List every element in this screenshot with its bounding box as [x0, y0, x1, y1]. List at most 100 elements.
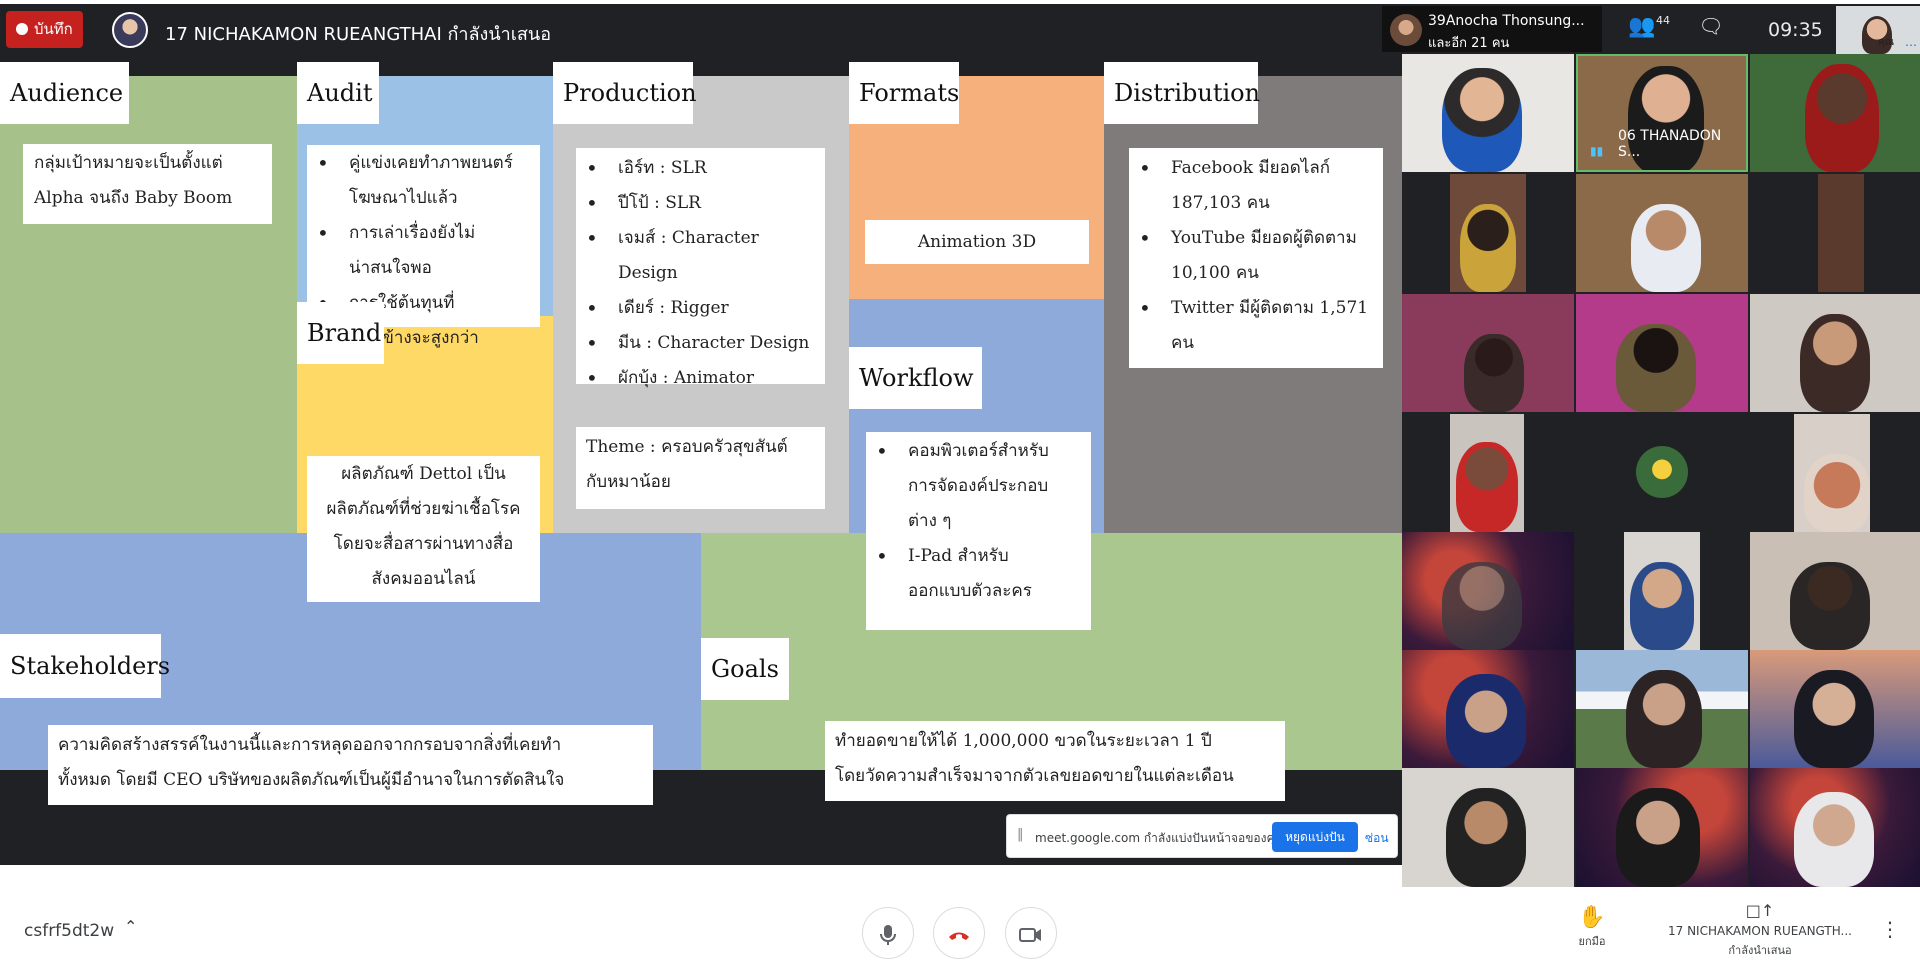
- goals-header: Goals: [701, 638, 789, 700]
- participant-tile[interactable]: [1750, 532, 1920, 650]
- audit-item: คู่แข่งเคยทำภาพยนตร์โฆษณาไปแล้ว: [307, 146, 540, 216]
- speaking-indicator-icon: ▮▮: [1590, 144, 1604, 158]
- people-icon[interactable]: 👥: [1628, 14, 1656, 39]
- distribution-item: YouTube มียอดผู้ติดตาม 10,100 คน: [1129, 221, 1383, 291]
- participant-tile[interactable]: [1576, 768, 1748, 887]
- chat-icon[interactable]: 🗨: [1698, 14, 1724, 38]
- microphone-button[interactable]: [862, 907, 914, 959]
- top-bar: บันทึก 17 NICHAKAMON RUEANGTHAI กำลังนำเ…: [0, 0, 1920, 62]
- stakeholders-line: ความคิดสร้างสรรค์ในงานนี้และการหลุดออกจา…: [58, 735, 562, 755]
- workflow-item-line: ออกแบบตัวละคร: [908, 581, 1032, 601]
- goals-line: ทำยอดขายให้ได้ 1,000,000 ขวดในระยะเวลา 1…: [835, 731, 1212, 751]
- shared-slide: Audience กลุ่มเป้าหมายจะเป็นตั้งแต่ Alph…: [0, 62, 1402, 865]
- brand-header: Brand: [297, 302, 384, 364]
- audit-card: คู่แข่งเคยทำภาพยนตร์โฆษณาไปแล้ว การเล่าเ…: [307, 145, 540, 348]
- participant-tile[interactable]: [1576, 174, 1748, 292]
- participant-video: [1460, 204, 1516, 292]
- brand-line: สังคมออนไลน์: [371, 569, 476, 589]
- camera-icon: [1019, 927, 1041, 942]
- audit-item-line: น่าสนใจพอ: [349, 258, 432, 278]
- participant-video: [1794, 670, 1874, 768]
- audience-card: กลุ่มเป้าหมายจะเป็นตั้งแต่ Alpha จนถึง B…: [23, 144, 272, 224]
- record-dot-icon: [16, 23, 28, 35]
- presenter-name: 17 NICHAKAMON RUEANGTH...: [1667, 924, 1852, 938]
- participant-grid: ▮▮ 06 THANADON S...: [1402, 54, 1920, 887]
- distribution-item-line: 10,100 คน: [1171, 263, 1259, 283]
- record-label: บันทึก: [34, 20, 73, 38]
- participant-video: [1446, 674, 1526, 768]
- participant-tile[interactable]: [1624, 532, 1700, 650]
- end-call-button[interactable]: [933, 907, 985, 959]
- participant-avatar: [1390, 14, 1422, 46]
- theme-line: Theme : ครอบครัวสุขสันต์: [586, 437, 788, 457]
- participant-tile[interactable]: [1402, 532, 1574, 650]
- theme-card: Theme : ครอบครัวสุขสันต์ กับหมาน้อย: [576, 427, 825, 509]
- workflow-header: Workflow: [849, 347, 982, 409]
- meeting-code[interactable]: csfrf5dt2w: [24, 921, 115, 941]
- participant-tile[interactable]: [1794, 414, 1870, 532]
- participant-video: [1456, 442, 1518, 532]
- participant-tile[interactable]: [1750, 294, 1920, 412]
- formats-card: Animation 3D: [865, 220, 1089, 264]
- workflow-item-line: I-Pad สำหรับ: [908, 546, 1009, 566]
- participant-video: [1804, 454, 1870, 532]
- stop-sharing-button[interactable]: หยุดแบ่งปัน: [1272, 822, 1358, 852]
- distribution-item: Facebook มียอดไลก์187,103 คน: [1129, 151, 1383, 221]
- more-vert-icon[interactable]: ⋮: [1880, 917, 1900, 941]
- participant-video: [1626, 670, 1702, 768]
- participant-video: [1442, 562, 1522, 650]
- raise-hand-button[interactable]: ✋ ยกมือ: [1572, 905, 1612, 950]
- participant-tile[interactable]: [1750, 650, 1920, 768]
- production-item: ผักบุ้ง : Animator: [576, 361, 825, 396]
- participant-tile[interactable]: ▮▮ 06 THANADON S...: [1576, 54, 1748, 172]
- audience-line: Alpha จนถึง Baby Boom: [34, 188, 233, 208]
- production-item: เดียร์ : Rigger: [576, 291, 825, 326]
- participant-tile[interactable]: [1402, 54, 1574, 172]
- participant-tile[interactable]: [1402, 768, 1574, 887]
- production-item: ปีโป้ : SLR: [576, 186, 825, 221]
- audit-header: Audit: [297, 62, 379, 124]
- distribution-item-line: Twitter มีผู้ติดตาม 1,571: [1171, 298, 1369, 318]
- participant-more: และอีก 21 คน: [1428, 36, 1510, 51]
- distribution-item-line: YouTube มียอดผู้ติดตาม: [1171, 228, 1357, 248]
- audit-item-line: คู่แข่งเคยทำภาพยนตร์: [349, 153, 513, 173]
- workflow-item-line: การจัดองค์ประกอบ: [908, 476, 1049, 496]
- participant-tile[interactable]: [1402, 650, 1574, 768]
- distribution-card: Facebook มียอดไลก์187,103 คน YouTube มีย…: [1129, 148, 1383, 368]
- participant-video: [1446, 788, 1526, 887]
- participant-video: [1442, 68, 1522, 172]
- hide-banner-button[interactable]: ซ่อน: [1365, 831, 1389, 845]
- audience-header: Audience: [0, 62, 129, 124]
- participant-tile[interactable]: [1576, 650, 1748, 768]
- share-banner-text: meet.google.com กำลังแบ่งปันหน้าจอของคุณ: [1035, 831, 1286, 845]
- more-dots-icon[interactable]: ⋯: [1905, 38, 1917, 52]
- theme-line: กับหมาน้อย: [586, 472, 671, 492]
- participant-tile[interactable]: [1450, 174, 1526, 292]
- pinned-participant[interactable]: 39Anocha Thonsung... และอีก 21 คน: [1382, 6, 1602, 52]
- participant-video: [1794, 792, 1874, 887]
- raise-hand-icon: ✋: [1578, 905, 1606, 930]
- distribution-item-line: Facebook มียอดไลก์: [1171, 158, 1331, 178]
- participant-tile[interactable]: [1750, 768, 1920, 887]
- participant-tile[interactable]: [1402, 294, 1574, 412]
- participant-tile[interactable]: [1450, 414, 1524, 532]
- participant-tile[interactable]: [1818, 174, 1864, 292]
- people-count: 44: [1656, 14, 1670, 27]
- presenting-label: กำลังนำเสนอ: [1728, 944, 1792, 957]
- presentation-button[interactable]: □↑ 17 NICHAKAMON RUEANGTH... กำลังนำเสนอ: [1660, 901, 1860, 959]
- distribution-header: Distribution: [1104, 62, 1260, 124]
- participant-avatar-tile[interactable]: [1636, 446, 1688, 498]
- participant-name: 39Anocha Thonsung...: [1428, 13, 1585, 29]
- self-video-tile[interactable]: คุณ ⋯: [1836, 6, 1920, 54]
- screen-share-banner: ‖ meet.google.com กำลังแบ่งปันหน้าจอของค…: [1006, 814, 1398, 858]
- chevron-up-icon[interactable]: ⌃: [124, 917, 138, 936]
- camera-button[interactable]: [1005, 907, 1057, 959]
- recording-badge[interactable]: บันทึก: [6, 11, 83, 48]
- participant-tile[interactable]: [1576, 294, 1748, 412]
- production-card: เอิร์ท : SLR ปีโป้ : SLR เจมส์ : Charact…: [576, 148, 825, 396]
- participant-tile[interactable]: [1750, 54, 1920, 172]
- participant-name: 06 THANADON S...: [1618, 128, 1722, 160]
- drag-handle-icon[interactable]: ‖: [1017, 827, 1024, 842]
